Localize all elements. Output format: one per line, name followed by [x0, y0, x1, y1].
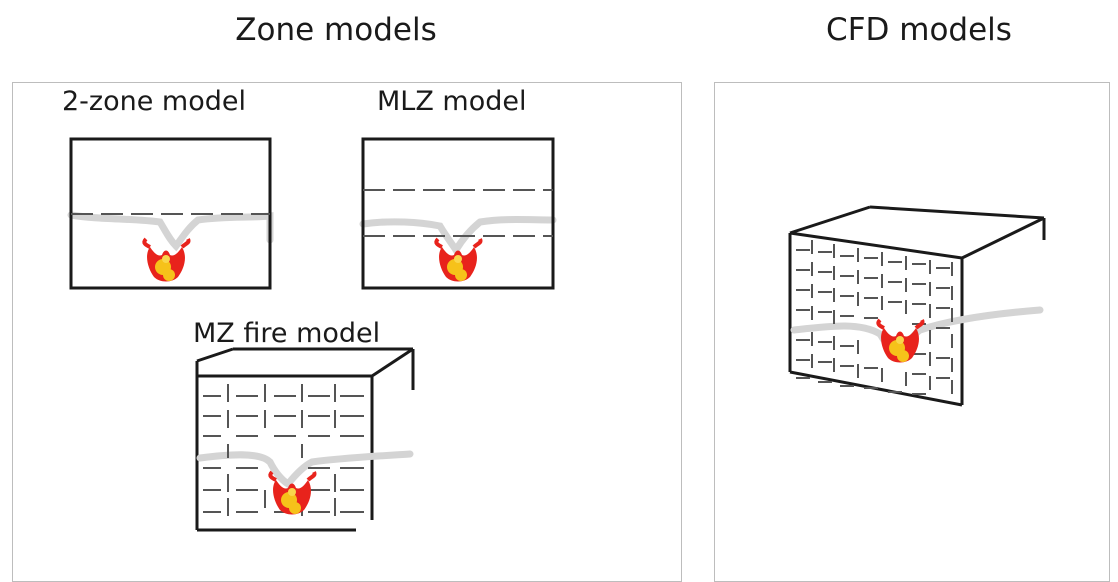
mlz-model-figure — [359, 137, 557, 290]
cfd-models-heading: CFD models — [826, 12, 1012, 48]
mlz-model-label: MLZ model — [377, 86, 527, 117]
mz-fire-model-label: MZ fire model — [193, 318, 381, 349]
two-zone-model-label: 2-zone model — [62, 86, 246, 117]
models-illustration — [67, 137, 1046, 532]
fire-icon — [876, 318, 925, 365]
two-zone-model-figure — [67, 137, 274, 290]
mz-fire-model-figure — [195, 347, 415, 532]
zone-models-panel — [12, 82, 682, 582]
zone-models-heading: Zone models — [235, 12, 437, 48]
cfd-models-panel — [714, 82, 1110, 582]
cfd-model-figure — [788, 205, 1046, 407]
fire-icon — [142, 237, 191, 284]
